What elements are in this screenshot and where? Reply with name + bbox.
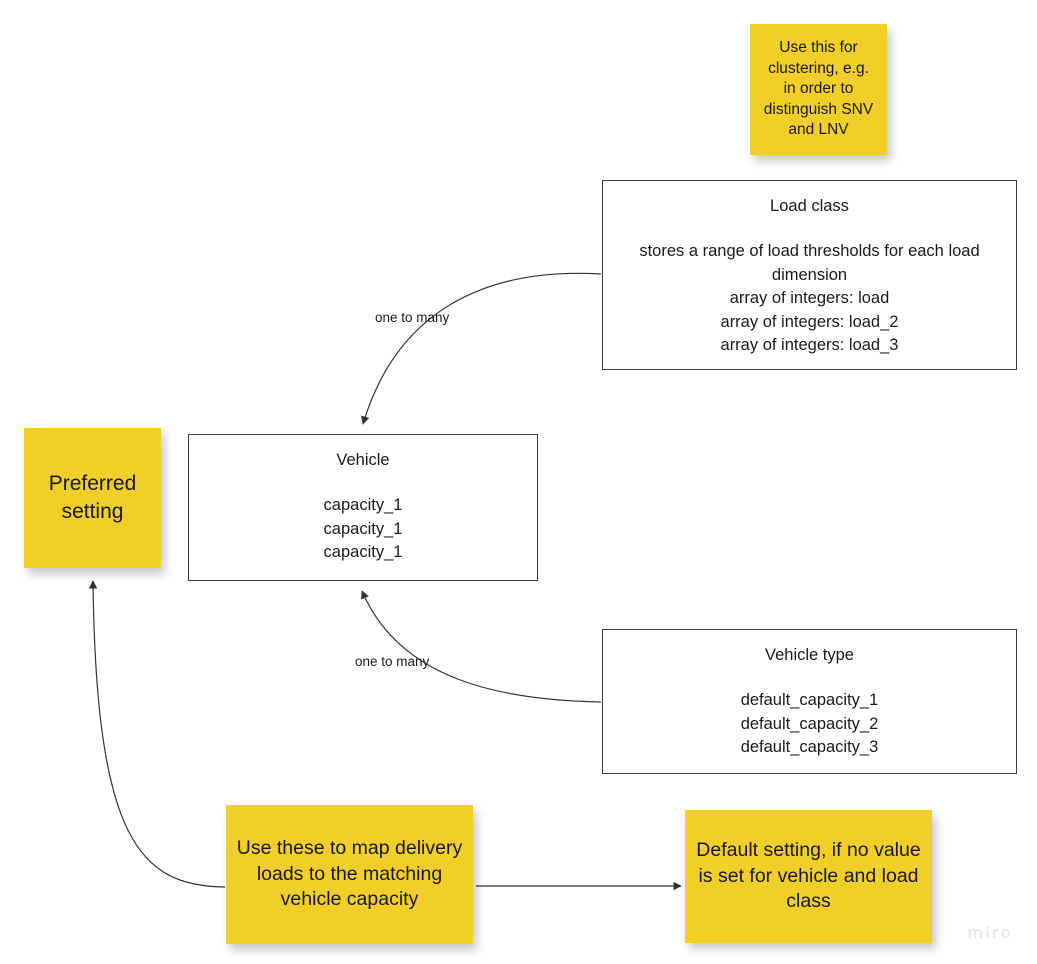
entity-box-load-class[interactable]: Load class stores a range of load thresh… — [602, 180, 1017, 370]
entity-title: Vehicle — [336, 451, 390, 469]
entity-attribute: array of integers: load — [729, 289, 890, 308]
connector-map-loads-to-preferred — [88, 580, 226, 888]
connector-label-load-class-to-vehicle: one to many — [375, 310, 450, 325]
entity-title: Load class — [770, 197, 849, 215]
miro-watermark: miro — [967, 923, 1013, 942]
sticky-note-text: Default setting, if no value is set for … — [696, 838, 921, 913]
entity-attribute: default_capacity_2 — [740, 714, 879, 733]
entity-attribute: stores a range of load thresholds for ea… — [639, 242, 985, 284]
entity-attribute-list: stores a range of load thresholds for ea… — [603, 240, 1016, 357]
entity-attribute: array of integers: load_3 — [720, 335, 899, 354]
sticky-note-default-setting[interactable]: Default setting, if no value is set for … — [685, 810, 932, 943]
entity-attribute: array of integers: load_2 — [720, 312, 899, 331]
connector-vehicle-type-to-vehicle — [361, 590, 602, 703]
entity-title: Vehicle type — [765, 646, 854, 664]
connector-label-vehicle-type-to-vehicle: one to many — [355, 654, 430, 669]
entity-attribute-list: default_capacity_1 default_capacity_2 de… — [603, 689, 1016, 759]
sticky-note-text: Use this for clustering, e.g. in order t… — [763, 39, 874, 139]
entity-attribute: default_capacity_3 — [740, 738, 879, 757]
entity-box-vehicle[interactable]: Vehicle capacity_1 capacity_1 capacity_1 — [188, 434, 538, 581]
connector-load-class-to-vehicle — [361, 272, 602, 425]
entity-attribute: capacity_1 — [323, 543, 403, 562]
entity-attribute: capacity_1 — [323, 496, 403, 515]
sticky-note-map-delivery-loads[interactable]: Use these to map delivery loads to the m… — [226, 805, 473, 944]
sticky-note-preferred-setting[interactable]: Preferred setting — [24, 428, 161, 568]
entity-attribute: default_capacity_1 — [740, 691, 879, 710]
sticky-note-clustering[interactable]: Use this for clustering, e.g. in order t… — [750, 24, 887, 155]
entity-attribute-list: capacity_1 capacity_1 capacity_1 — [189, 494, 537, 564]
entity-box-vehicle-type[interactable]: Vehicle type default_capacity_1 default_… — [602, 629, 1017, 774]
sticky-note-text: Preferred setting — [48, 472, 137, 523]
sticky-note-text: Use these to map delivery loads to the m… — [236, 836, 463, 911]
entity-attribute: capacity_1 — [323, 519, 403, 538]
